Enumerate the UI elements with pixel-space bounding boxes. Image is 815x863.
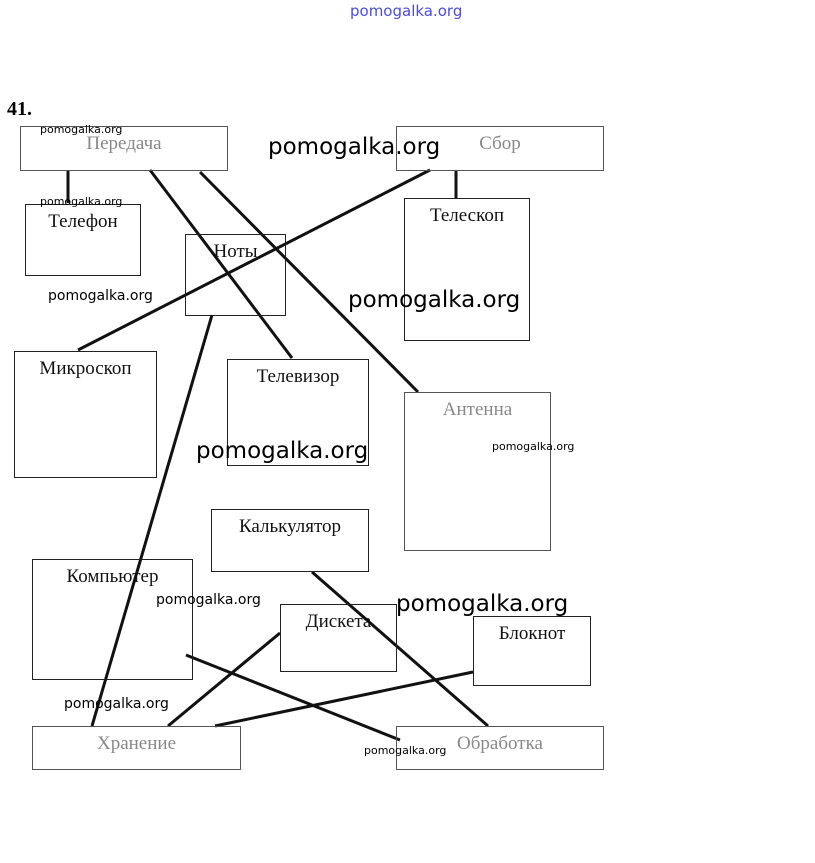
label-antenna: Антенна — [442, 399, 513, 420]
box-mikroskop: Микроскоп — [14, 351, 157, 478]
box-kalkulyator: Калькулятор — [211, 509, 369, 572]
label-televizor: Телевизор — [256, 366, 340, 387]
watermark: pomogalka.org — [64, 696, 169, 712]
label-bloknot: Блокнот — [498, 623, 566, 644]
label-noty: Ноты — [213, 241, 258, 262]
box-bloknot: Блокнот — [473, 616, 591, 686]
site-watermark-top: pomogalka.org — [350, 2, 463, 20]
label-peredacha: Передача — [86, 133, 162, 154]
label-mikroskop: Микроскоп — [39, 358, 132, 379]
box-televizor: Телевизор — [227, 359, 369, 466]
box-telefon: Телефон — [25, 204, 141, 276]
watermark: pomogalka.org — [156, 592, 261, 608]
box-kompyuter: Компьютер — [32, 559, 193, 680]
line-disketa-hranenie — [167, 631, 281, 728]
watermark: pomogalka.org — [268, 134, 441, 160]
label-kompyuter: Компьютер — [66, 566, 159, 587]
box-sbor: Сбор — [396, 126, 604, 171]
box-peredacha: Передача — [20, 126, 228, 171]
label-disketa: Дискета — [305, 611, 372, 632]
box-noty: Ноты — [185, 234, 286, 316]
label-hranenie: Хранение — [96, 733, 177, 754]
line-peredacha-antenna — [198, 170, 420, 394]
line-sbor-mikroskop — [77, 168, 431, 352]
box-teleskop: Телескоп — [404, 198, 530, 341]
watermark: pomogalka.org — [40, 123, 123, 136]
watermark: pomogalka.org — [364, 744, 447, 757]
label-telefon: Телефон — [48, 211, 118, 232]
box-hranenie: Хранение — [32, 726, 241, 770]
watermark: pomogalka.org — [40, 195, 123, 208]
label-teleskop: Телескоп — [429, 205, 505, 226]
task-number: 41. — [7, 98, 32, 120]
watermark: pomogalka.org — [48, 288, 153, 304]
box-disketa: Дискета — [280, 604, 397, 672]
box-obrabotka: Обработка — [396, 726, 604, 770]
label-kalkulyator: Калькулятор — [238, 516, 342, 537]
watermark: pomogalka.org — [348, 287, 521, 313]
label-obrabotka: Обработка — [457, 733, 543, 754]
line-kompyuter-obrabotka — [185, 653, 401, 742]
label-sbor: Сбор — [479, 133, 521, 154]
line-noty-hranenie — [90, 314, 214, 727]
line-kalkulyator-obrabotka — [311, 570, 489, 728]
watermark: pomogalka.org — [396, 591, 569, 617]
watermark: pomogalka.org — [196, 438, 369, 464]
box-antenna: Антенна — [404, 392, 551, 551]
watermark: pomogalka.org — [492, 440, 575, 453]
line-bloknot-hranenie — [214, 670, 474, 728]
line-peredacha-televizor — [148, 169, 294, 359]
